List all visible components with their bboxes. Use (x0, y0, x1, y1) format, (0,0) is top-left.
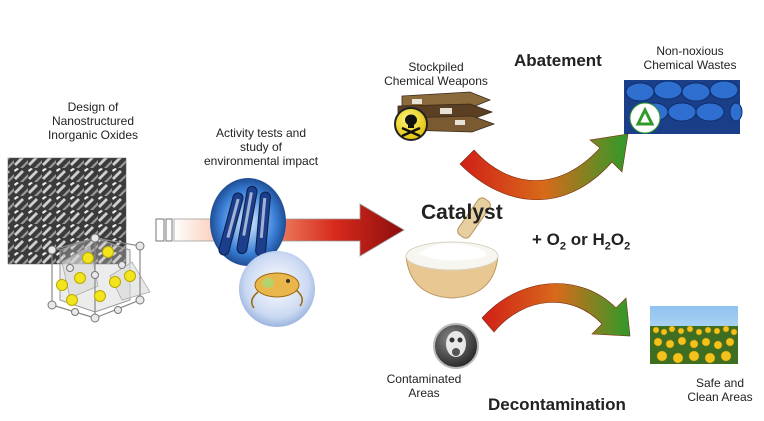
safe-label: Safe and Clean Areas (687, 376, 753, 404)
main-process-arrow (155, 203, 405, 257)
skull-crossbones-icon (394, 107, 428, 141)
stockpiled-label: Stockpiled Chemical Weapons (384, 60, 488, 88)
activity-label: Activity tests and study of environmenta… (203, 126, 319, 168)
gas-mask-icon (433, 323, 479, 369)
aquatic-organism-image (239, 251, 315, 327)
abatement-curved-arrow (459, 133, 629, 201)
oxidant-label: + O2 or H2O2 (532, 230, 631, 253)
decontamination-label: Decontamination (488, 395, 626, 414)
crystal-structure-icon (47, 233, 151, 323)
recycling-barrels-image (624, 80, 743, 134)
design-label: Design of Nanostructured Inorganic Oxide… (47, 100, 139, 142)
sunflower-field-image (650, 306, 738, 364)
abatement-label: Abatement (514, 51, 602, 70)
catalyst-label: Catalyst (421, 201, 503, 224)
contaminated-label: Contaminated Areas (386, 372, 462, 400)
non-noxious-label: Non-noxious Chemical Wastes (643, 44, 737, 72)
test-tubes-image (210, 178, 286, 266)
decontamination-curved-arrow (481, 283, 631, 337)
catalyst-powder-image (405, 197, 499, 299)
